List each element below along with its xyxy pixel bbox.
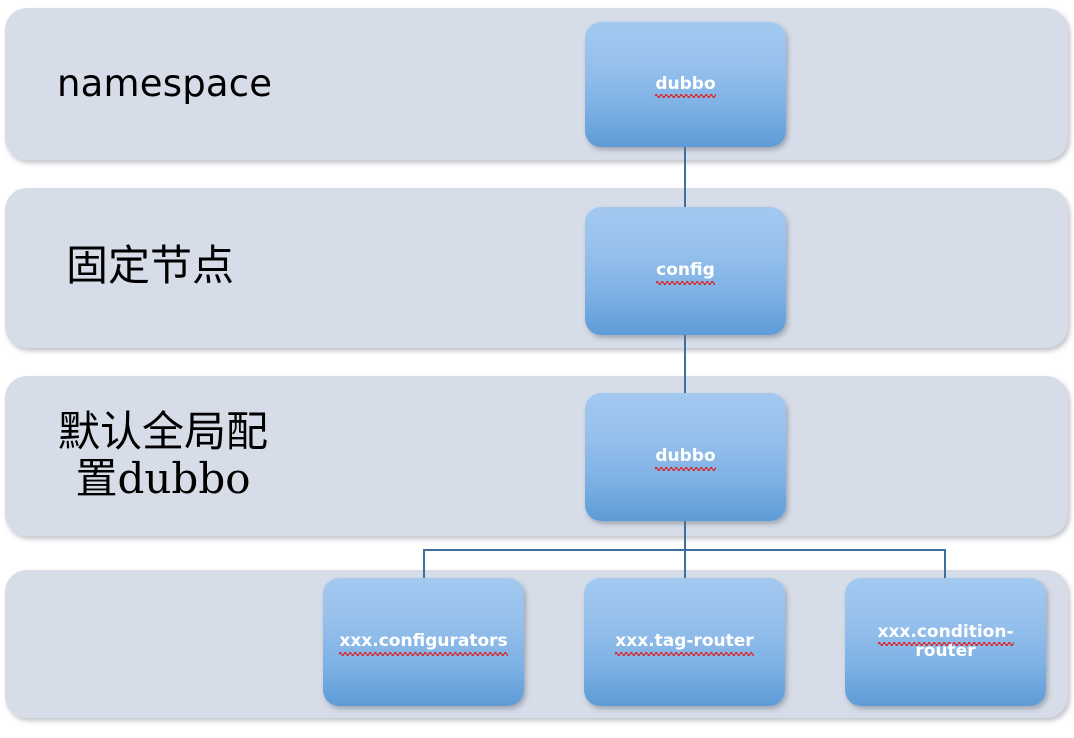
connector-bus	[423, 549, 946, 551]
node-text-line: xxx.condition-	[877, 621, 1014, 647]
node-text-line: xxx.tag-router	[615, 631, 755, 656]
node-text-line: config	[656, 260, 715, 285]
node-xxx-condition-router[interactable]: xxx.condition- router	[845, 578, 1046, 706]
node-xxx-tag-router[interactable]: xxx.tag-router	[584, 578, 785, 706]
band-label-fixed-node: 固定节点	[66, 241, 235, 290]
node-label: dubbo	[651, 73, 719, 99]
node-text-line: router	[915, 641, 976, 661]
swimlane-band-default-global-config	[5, 376, 1068, 536]
band-label-namespace: namespace	[57, 62, 273, 105]
node-label: dubbo	[651, 446, 719, 471]
connector-bus-drop-configurators	[423, 549, 425, 580]
swimlane-band-namespace	[5, 8, 1068, 160]
connector-dubbo-to-config	[684, 146, 686, 214]
connector-config-to-dubbo	[684, 334, 686, 404]
node-text-line: dubbo	[655, 446, 716, 471]
node-dubbo-global-config[interactable]: dubbo	[585, 393, 786, 521]
node-dubbo-namespace[interactable]: dubbo	[585, 22, 786, 147]
node-label: xxx.configurators	[335, 631, 511, 656]
node-config[interactable]: config	[585, 207, 786, 335]
band-label-default-global-config: 默认全局配 置dubbo	[57, 407, 268, 504]
connector-bus-drop-condition-router	[944, 549, 946, 580]
node-label: config	[652, 260, 719, 285]
node-text-line: dubbo	[655, 73, 716, 99]
node-text-line: xxx.configurators	[339, 631, 508, 656]
node-label: xxx.tag-router	[611, 631, 757, 656]
node-xxx-configurators[interactable]: xxx.configurators	[323, 578, 524, 706]
node-label: xxx.condition- router	[874, 621, 1018, 661]
swimlane-band-fixed-node	[5, 188, 1068, 348]
